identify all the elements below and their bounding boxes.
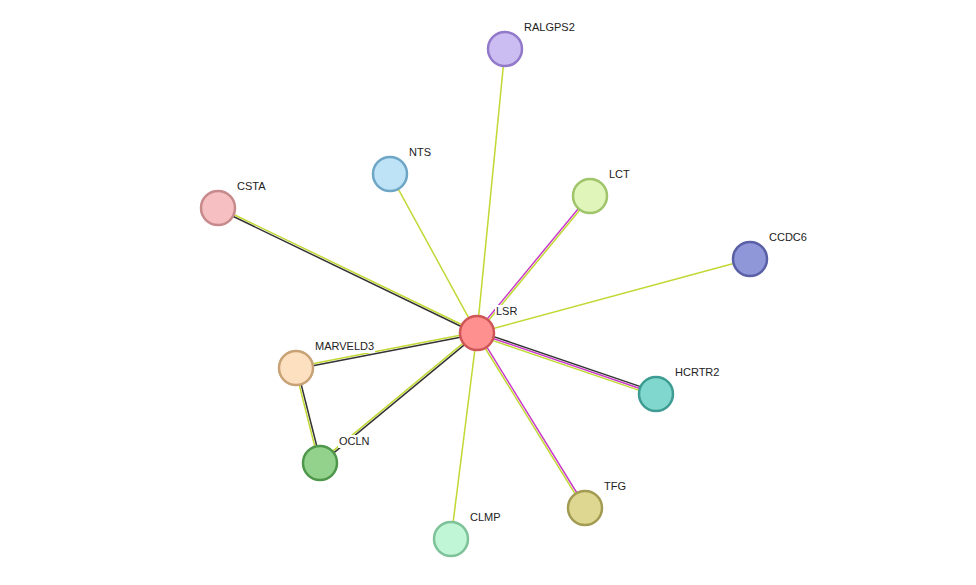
node-label: OCLN [338, 435, 371, 448]
protein-node: RALGPS2 [487, 31, 523, 67]
node-shape [459, 315, 495, 351]
node-circle [488, 32, 522, 66]
protein-node: CCDC6 [732, 241, 768, 277]
node-shape [567, 490, 603, 526]
node-shape [487, 31, 523, 67]
interaction-edge [332, 343, 464, 453]
protein-node: HCRTR2 [638, 376, 674, 412]
interaction-edge [485, 347, 577, 494]
interaction-edge [487, 208, 580, 320]
evidence-line [299, 385, 315, 447]
evidence-line [313, 335, 461, 364]
protein-node: TFG [567, 490, 603, 526]
evidence-line [489, 210, 580, 321]
evidence-line [479, 66, 504, 316]
protein-node: OCLN [302, 445, 338, 481]
node-circle [639, 377, 673, 411]
interaction-edge [453, 350, 475, 522]
node-shape [732, 241, 768, 277]
protein-node: NTS [372, 156, 408, 192]
evidence-line [233, 216, 461, 326]
node-circle [733, 242, 767, 276]
interaction-edge [492, 337, 640, 391]
protein-node: LCT [572, 178, 608, 214]
evidence-line [487, 347, 577, 493]
interaction-edge [233, 214, 462, 326]
protein-node: CLMP [433, 521, 469, 557]
node-shape [302, 445, 338, 481]
evidence-line [493, 263, 733, 328]
evidence-line [313, 337, 461, 366]
node-circle [568, 491, 602, 525]
evidence-line [453, 350, 475, 522]
node-circle [201, 191, 235, 225]
node-shape [433, 521, 469, 557]
interaction-edge [479, 66, 504, 316]
protein-node: CSTA [200, 190, 236, 226]
node-label: RALGPS2 [523, 21, 576, 34]
evidence-line [332, 343, 463, 451]
evidence-line [301, 384, 317, 446]
interaction-edge [493, 263, 733, 328]
evidence-line [485, 348, 575, 494]
protein-node: LSR [459, 315, 495, 351]
evidence-line [493, 338, 640, 388]
node-label: MARVELD3 [314, 340, 375, 353]
node-circle [434, 522, 468, 556]
node-shape [372, 156, 408, 192]
node-circle [573, 179, 607, 213]
node-label: CCDC6 [768, 231, 808, 244]
node-circle [303, 446, 337, 480]
evidence-line [487, 208, 578, 319]
interaction-edge [313, 335, 461, 366]
node-label: NTS [408, 146, 432, 159]
node-label: TFG [603, 480, 627, 493]
node-shape [278, 350, 314, 386]
evidence-line [234, 214, 462, 324]
evidence-line [492, 340, 639, 390]
node-label: HCRTR2 [674, 366, 720, 379]
node-shape [638, 376, 674, 412]
node-circle [279, 351, 313, 385]
node-shape [572, 178, 608, 214]
node-circle [460, 316, 494, 350]
evidence-line [494, 337, 641, 387]
evidence-line [334, 345, 465, 453]
node-label: CSTA [236, 180, 267, 193]
node-label: LCT [608, 168, 631, 181]
node-circle [373, 157, 407, 191]
node-shape [200, 190, 236, 226]
node-label: LSR [495, 305, 518, 318]
interaction-edge [299, 384, 317, 447]
protein-node: MARVELD3 [278, 350, 314, 386]
node-label: CLMP [469, 511, 502, 524]
